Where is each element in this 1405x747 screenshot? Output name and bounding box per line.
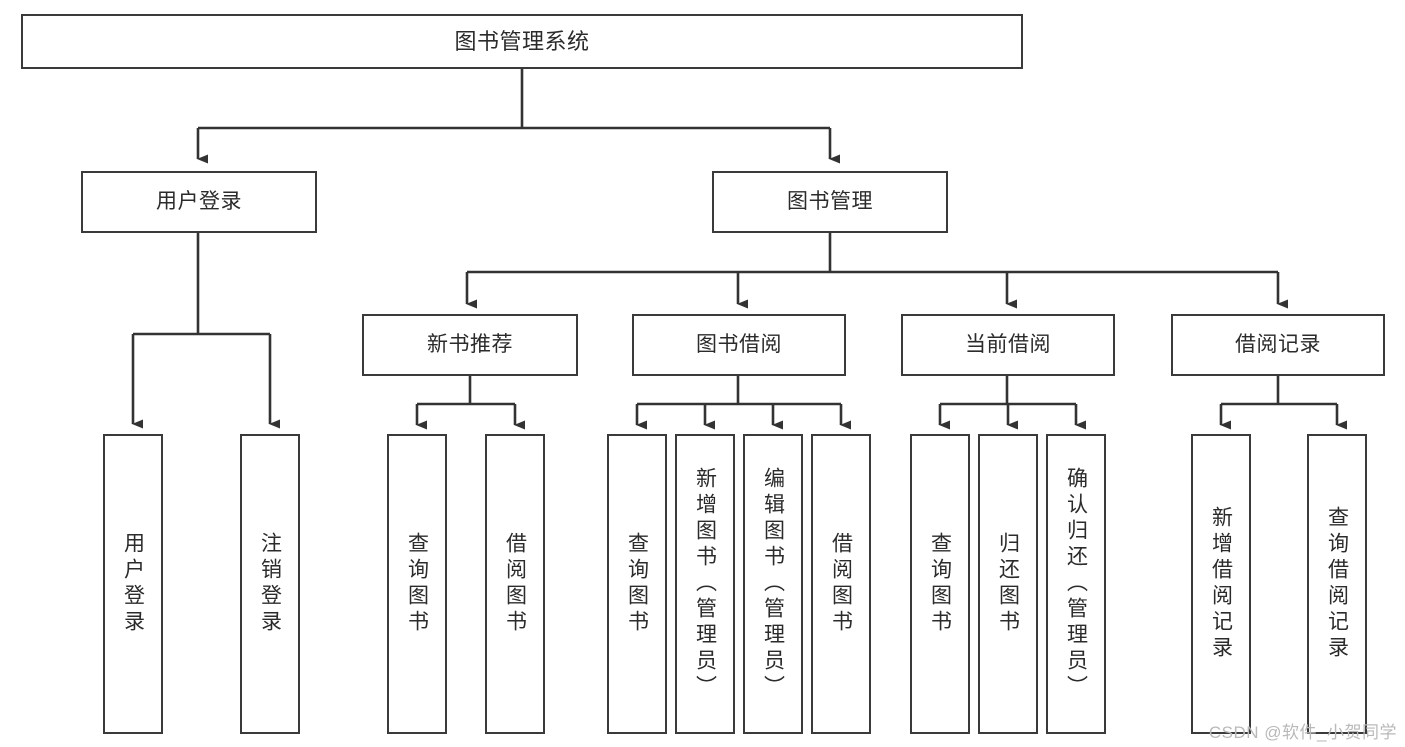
leaf-current-borrow-query-book[interactable]: 查询图书 — [910, 434, 970, 734]
node-label: 新增图书（管理员） — [693, 467, 717, 701]
node-label: 查询图书 — [625, 532, 649, 636]
leaf-borrow-record-query-record[interactable]: 查询借阅记录 — [1307, 434, 1367, 734]
leaf-book-borrow-query-book[interactable]: 查询图书 — [607, 434, 667, 734]
leaf-book-borrow-borrow-book[interactable]: 借阅图书 — [811, 434, 871, 734]
leaf-new-book-borrow-book[interactable]: 借阅图书 — [485, 434, 545, 734]
node-label: 用户登录 — [121, 532, 145, 636]
node-book-borrow[interactable]: 图书借阅 — [632, 314, 846, 376]
leaf-new-book-query-book[interactable]: 查询图书 — [387, 434, 447, 734]
node-label: 查询图书 — [405, 532, 429, 636]
node-label: 借阅图书 — [503, 532, 527, 636]
node-label: 查询借阅记录 — [1325, 506, 1349, 662]
leaf-user-login-logout[interactable]: 注销登录 — [240, 434, 300, 734]
node-borrow-record[interactable]: 借阅记录 — [1171, 314, 1385, 376]
node-root-book-management-system[interactable]: 图书管理系统 — [21, 14, 1023, 69]
node-label: 归还图书 — [996, 532, 1020, 636]
node-user-login[interactable]: 用户登录 — [81, 171, 317, 233]
node-label: 图书管理 — [787, 189, 873, 213]
node-label: 编辑图书（管理员） — [761, 467, 785, 701]
node-label: 查询图书 — [928, 532, 952, 636]
csdn-watermark: CSDN @软件_小贺同学 — [1208, 723, 1397, 742]
leaf-book-borrow-add-book-admin[interactable]: 新增图书（管理员） — [675, 434, 735, 734]
node-label: 用户登录 — [156, 189, 242, 213]
node-label: 图书借阅 — [696, 332, 782, 356]
leaf-book-borrow-edit-book-admin[interactable]: 编辑图书（管理员） — [743, 434, 803, 734]
node-label: 注销登录 — [258, 532, 282, 636]
node-label: 借阅图书 — [829, 532, 853, 636]
leaf-user-login-login[interactable]: 用户登录 — [103, 434, 163, 734]
node-label: 新书推荐 — [427, 332, 513, 356]
node-book-management[interactable]: 图书管理 — [712, 171, 948, 233]
leaf-current-borrow-confirm-return-admin[interactable]: 确认归还（管理员） — [1046, 434, 1106, 734]
node-new-book-recommend[interactable]: 新书推荐 — [362, 314, 578, 376]
node-label: 借阅记录 — [1235, 332, 1321, 356]
node-current-borrow[interactable]: 当前借阅 — [901, 314, 1115, 376]
node-label: 新增借阅记录 — [1209, 506, 1233, 662]
node-label: 图书管理系统 — [454, 28, 590, 54]
node-label: 确认归还（管理员） — [1064, 467, 1088, 701]
node-label: 当前借阅 — [965, 332, 1051, 356]
leaf-borrow-record-add-record[interactable]: 新增借阅记录 — [1191, 434, 1251, 734]
leaf-current-borrow-return-book[interactable]: 归还图书 — [978, 434, 1038, 734]
